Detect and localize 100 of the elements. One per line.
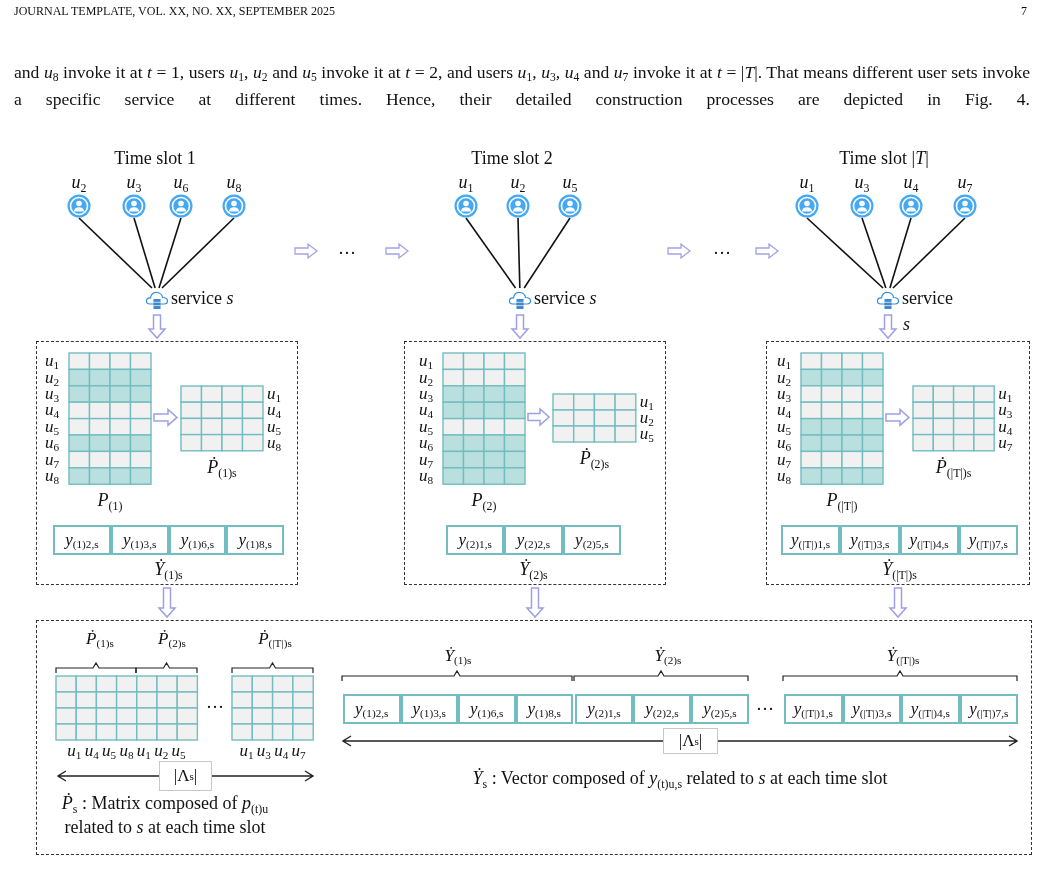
row-label: u$_{3}$ [998,401,1013,420]
vector-cell: y$_{(2)1,s}$ [575,694,633,724]
user-label: u$_{6}$ [172,172,190,194]
ellipsis: … [712,238,732,260]
row-label: u$_{8}$ [777,467,792,485]
vector-cell: y$_{(1)3,s}$ [110,525,169,555]
connector-line [133,217,156,289]
vector-cell: y$_{(2)2,s}$ [633,694,691,724]
row-label: u$_{3}$ [777,385,792,403]
row-label: u$_{2}$ [419,368,434,387]
connector-line [158,217,182,289]
matrix-label: Ṗ$_{(|T|)s}$ [257,629,293,650]
connector-line [892,217,966,289]
user-label: u$_{4}$ [902,172,920,194]
row-label: u$_{5}$ [639,425,654,443]
vector-cell: y$_{(2)5,s}$ [691,694,749,724]
row-label: u$_{2}$ [777,368,792,387]
row-label: u$_{2}$ [45,368,60,387]
matrix-label: Ṗ$_{(1)s}$ [206,456,238,479]
vector-label: Ẏ$_{(1)s}$ [443,646,473,667]
block-arrow [878,314,898,340]
matrix-label: Ṗ$_{(2)s}$ [157,629,187,650]
block-arrow [525,587,545,619]
row-label: u$_{5}$ [267,417,282,436]
user-label: u$_{3}$ [853,172,871,194]
vector-cell: y$_{(1)2,s}$ [53,525,111,555]
row-label: u$_{7}$ [45,450,60,469]
connector-line [517,217,521,289]
row-label: u$_{4}$ [267,401,282,420]
vector-label: Ẏ$_{(1)s}$ [153,559,184,581]
connector-line [161,217,235,289]
slot-title: Time slot 2 [470,148,554,170]
vector-label: Ẏ$_{(2)s}$ [653,646,683,667]
service-label: service s [534,288,597,310]
matrix-label: P$_{(|T|)}$ [825,490,859,512]
connector-line [465,217,517,289]
user-label: u$_{1}$ [798,172,816,194]
vector-cell: y$_{(2)1,s}$ [446,525,505,555]
ellipsis: … [337,238,357,260]
header: JOURNAL TEMPLATE, VOL. XX, NO. XX, SEPTEMBER 2025 [14,4,337,19]
row-label: u$_{1}$ [998,385,1013,404]
service-label: service [902,288,953,310]
row-label: u$_{1}$ [45,352,60,371]
dashed-panel [766,341,1030,585]
symbol-label: s [903,314,911,336]
vector-label: Ẏ$_{(|T|)s}$ [885,646,921,667]
vector-cell: y$_{(|T|)4,s}$ [899,525,959,555]
vector-cell: y$_{(2)2,s}$ [504,525,563,555]
body-text: and u$_{8}$ invoke it at t = 1, users u$_{1}$, u$_{2}$ and u$_{5}$ invoke it at t = 2, and users u$_{1}$, u$_{3}$, u$_{4}$ and u$_{7}$ invoke it at t = |T|. That means different user sets invoke a specific service at different times. Hence, their detailed construction processes are depicted in Fig. 4. [14,61,1030,111]
user-label: u$_{3}$ [125,172,143,194]
vector-cell: y$_{(1)8,s}$ [515,694,573,724]
row-label: u$_{4}$ [998,417,1013,436]
caption: Ṗ$_{s}$ : Matrix composed of p$_{(t)u}$ related to s at each time slot [60,792,270,840]
block-arrow [527,407,551,427]
matrix-label: P$_{(1)}$ [96,490,124,512]
block-arrow [888,587,908,619]
vector-cell: y$_{(1)8,s}$ [226,525,284,555]
page-number: 7 [1020,4,1027,19]
service-label: service s [171,288,234,310]
vector-label: Ẏ$_{(|T|)s}$ [881,559,918,581]
vector-cell: y$_{(2)5,s}$ [562,525,621,555]
row-label: u$_{1}$ [639,393,654,411]
block-arrow [510,314,530,340]
vector-cell: y$_{(1)6,s}$ [168,525,227,555]
matrix-label: Ṗ$_{(|T|)s}$ [934,456,973,479]
connector-line [861,217,887,289]
matrix-label: Ṗ$_{(2)s}$ [578,448,611,470]
row-label: u$_{1}$ [267,385,282,404]
vector-label: Ẏ$_{(2)s}$ [518,559,549,581]
user-label: u$_{5}$ [561,172,579,194]
row-label: u$_{5}$ [777,417,792,436]
row-label: u$_{6}$ [45,434,60,453]
ellipsis: … [755,694,775,716]
vector-cell: y$_{(|T|)1,s}$ [781,525,841,555]
row-label: u$_{6}$ [777,434,792,453]
connector-line [806,217,884,289]
user-label: u$_{8}$ [225,172,243,194]
connector-line [889,217,912,289]
slot-title: Time slot |T| [838,148,930,170]
row-label: u$_{7}$ [777,450,792,469]
slot-title: Time slot 1 [113,148,197,170]
row-label: u$_{5}$ [419,417,434,436]
row-label: u$_{4}$ [45,401,60,420]
user-label: u$_{2}$ [509,172,527,194]
user-label: u$_{2}$ [70,172,88,194]
matrix-label: Ṗ$_{(1)s}$ [85,629,115,650]
row-label: u$_{5}$ [45,417,60,436]
block-arrow [885,407,911,428]
row-label: u$_{1}$ [419,352,434,371]
vector-cell: y$_{(1)3,s}$ [400,694,458,724]
row-label: u$_{4}$ [777,401,792,420]
column-labels: u$_{1}$ u$_{3}$ u$_{4}$ u$_{7}$ [238,741,307,762]
vector-cell: y$_{(|T|)1,s}$ [784,694,843,724]
row-label: u$_{2}$ [639,409,654,427]
row-label: u$_{1}$ [777,352,792,371]
user-label: u$_{1}$ [457,172,475,194]
row-label: u$_{3}$ [419,385,434,403]
vector-cell: y$_{(|T|)4,s}$ [901,694,960,724]
vector-cell: y$_{(1)6,s}$ [458,694,516,724]
block-arrow [153,407,179,428]
